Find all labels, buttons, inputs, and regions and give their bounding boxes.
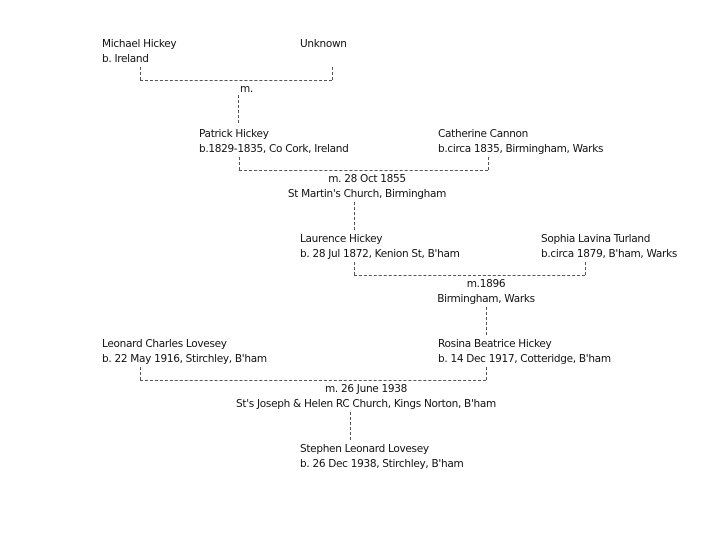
marriage-place: Birmingham, Warks [437, 293, 535, 305]
person-laurence-hickey: Laurence Hickey b. 28 Jul 1872, Kenion S… [300, 232, 460, 262]
connector-line [488, 157, 489, 170]
connector-line [585, 262, 586, 275]
marriage-label: m. 28 Oct 1855 St Martin's Church, Birmi… [267, 172, 467, 202]
connector-line [332, 67, 333, 80]
person-name: Stephen Leonard Lovesey [300, 443, 429, 455]
descent-line [486, 307, 487, 335]
marriage-date: m. 28 Oct 1855 [328, 173, 406, 185]
descent-line [238, 95, 239, 123]
person-stephen-leonard-lovesey: Stephen Leonard Lovesey b. 26 Dec 1938, … [300, 442, 464, 472]
descent-line [350, 412, 351, 440]
person-catherine-cannon: Catherine Cannon b.circa 1835, Birmingha… [438, 127, 603, 157]
marriage-label: m.1896 Birmingham, Warks [416, 277, 556, 307]
marriage-place: St's Joseph & Helen RC Church, Kings Nor… [236, 398, 496, 410]
person-name: Rosina Beatrice Hickey [438, 338, 552, 350]
person-sophia-lavina-turland: Sophia Lavina Turland b.circa 1879, B'ha… [541, 232, 677, 262]
descent-line [354, 202, 355, 230]
person-michael-hickey: Michael Hickey b. Ireland [102, 37, 177, 67]
person-name: Michael Hickey [102, 38, 177, 50]
marriage-date: m. 26 June 1938 [324, 383, 408, 395]
marriage-line [354, 275, 585, 276]
connector-line [140, 367, 141, 380]
connector-line [140, 67, 141, 80]
person-name: Unknown [300, 38, 347, 50]
connector-line [486, 367, 487, 380]
person-name: Patrick Hickey [199, 128, 269, 140]
person-birth: b.circa 1879, B'ham, Warks [541, 248, 678, 260]
person-birth: b. Ireland [102, 53, 149, 65]
person-birth: b.1829-1835, Co Cork, Ireland [199, 143, 349, 155]
marriage-label: m. [240, 82, 253, 97]
person-birth: b. 26 Dec 1938, Stirchley, B'ham [300, 458, 464, 470]
person-birth: b.circa 1835, Birmingham, Warks [438, 143, 604, 155]
marriage-line [140, 380, 486, 381]
marriage-date: m.1896 [466, 278, 506, 290]
person-name: Sophia Lavina Turland [541, 233, 651, 245]
marriage-place: St Martin's Church, Birmingham [287, 188, 447, 200]
person-name: Leonard Charles Lovesey [102, 338, 227, 350]
person-birth: b. 22 May 1916, Stirchley, B'ham [102, 353, 267, 365]
marriage-date: m. [240, 83, 253, 95]
person-leonard-charles-lovesey: Leonard Charles Lovesey b. 22 May 1916, … [102, 337, 267, 367]
marriage-label: m. 26 June 1938 St's Joseph & Helen RC C… [216, 382, 516, 412]
person-patrick-hickey: Patrick Hickey b.1829-1835, Co Cork, Ire… [199, 127, 349, 157]
person-birth: b. 14 Dec 1917, Cotteridge, B'ham [438, 353, 611, 365]
person-unknown: Unknown [300, 37, 347, 52]
marriage-line [239, 170, 488, 171]
marriage-line [140, 80, 332, 81]
person-name: Laurence Hickey [300, 233, 383, 245]
connector-line [239, 157, 240, 170]
person-birth: b. 28 Jul 1872, Kenion St, B'ham [300, 248, 460, 260]
person-rosina-beatrice-hickey: Rosina Beatrice Hickey b. 14 Dec 1917, C… [438, 337, 611, 367]
connector-line [354, 262, 355, 275]
person-name: Catherine Cannon [438, 128, 529, 140]
